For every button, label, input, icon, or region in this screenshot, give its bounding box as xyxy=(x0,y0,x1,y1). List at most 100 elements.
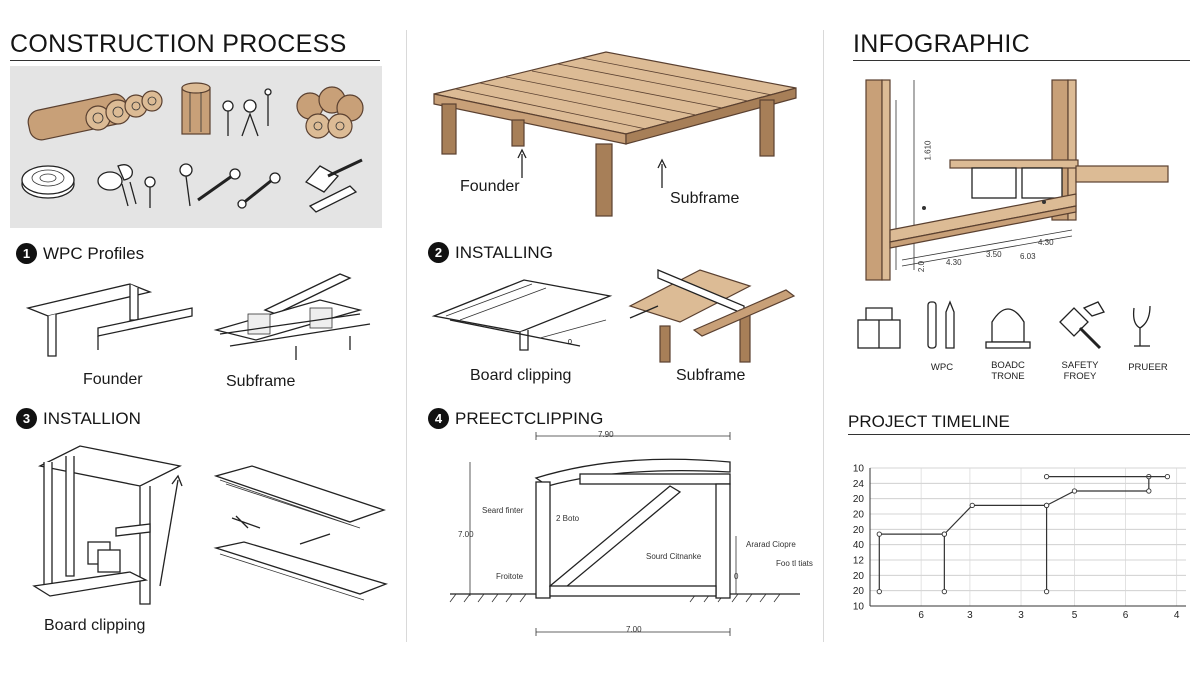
step-4-dim-small: 0 xyxy=(734,572,739,581)
series-point xyxy=(1071,488,1078,494)
step-2-illustration: 0 xyxy=(431,269,796,363)
step-3-illustration xyxy=(32,445,389,605)
anchors-icon xyxy=(222,88,272,137)
x-tick-label: 5 xyxy=(1072,610,1078,621)
post-frame xyxy=(32,445,183,605)
series-point xyxy=(1164,473,1171,480)
svg-text:0: 0 xyxy=(568,339,572,346)
infographic-underline xyxy=(853,60,1190,61)
step-1-label-subframe: Subframe xyxy=(226,373,296,390)
step-4-number: 4 xyxy=(428,408,449,429)
section-dim-base: 2.0 xyxy=(917,260,927,273)
step-2-label-board-clipping: Board clipping xyxy=(470,367,572,384)
prueer-icon xyxy=(1132,305,1151,347)
tools-icon xyxy=(304,158,363,213)
step-4-dim-height: 7.00 xyxy=(458,530,474,539)
section-dim-d: 6.03 xyxy=(1020,252,1036,261)
icon-label-wpc: WPC xyxy=(930,362,954,373)
step-4-dim-bottom: 7.00 xyxy=(626,625,642,634)
subframe-frame xyxy=(213,273,371,360)
step-1-title: WPC Profiles xyxy=(43,243,145,263)
series-point xyxy=(1043,473,1050,480)
screws-icon xyxy=(179,163,281,209)
page-title: CONSTRUCTION PROCESS xyxy=(10,30,347,58)
column-divider-1 xyxy=(406,30,407,642)
icon-label-safety: SAFETY FROEY xyxy=(1061,360,1099,382)
y-tick-label: 10 xyxy=(853,464,865,475)
founder-frame xyxy=(25,283,193,357)
infographic-title: INFOGRAPHIC xyxy=(853,30,1030,58)
step-2-label-subframe: Subframe xyxy=(676,367,746,384)
series-point xyxy=(1043,502,1050,509)
step-1-label-founder: Founder xyxy=(83,371,143,388)
board-bundle-icon xyxy=(296,86,364,139)
x-tick-label: 3 xyxy=(1018,610,1024,621)
step-4-label-froitote: Froitote xyxy=(496,572,524,581)
section-dim-c: 4.30 xyxy=(1038,238,1054,247)
post-icon xyxy=(181,82,211,135)
deck-illustration xyxy=(433,51,797,217)
toolbox-icon xyxy=(857,307,901,349)
x-tick-label: 6 xyxy=(918,610,924,621)
series-line-1 xyxy=(943,504,1048,592)
series-line-0 xyxy=(878,533,945,592)
step-4-dim-top: 7.90 xyxy=(598,430,614,439)
rail-frame: 0 xyxy=(431,279,613,351)
step-4-label-ararad: Ararad Ciopre xyxy=(746,540,796,549)
step-4-label-sourd: Sourd Citnanke xyxy=(646,552,702,561)
step-4-label-boto: 2 Boto xyxy=(556,514,580,523)
series-point xyxy=(1043,588,1050,595)
step-3-title: INSTALLION xyxy=(43,408,141,428)
series-point xyxy=(876,531,882,537)
y-tick-label: 10 xyxy=(853,602,865,613)
tool-icons xyxy=(857,300,1151,350)
y-tick-label: 12 xyxy=(853,556,865,567)
step-3-heading: 3 INSTALLION xyxy=(16,408,141,429)
y-tick-label: 40 xyxy=(853,540,865,551)
step-2-heading: 2 INSTALLING xyxy=(428,242,553,263)
timeline-title: PROJECT TIMELINE xyxy=(848,412,1010,431)
wpc-icon xyxy=(927,300,955,349)
step-2-number: 2 xyxy=(428,242,449,263)
series-point xyxy=(941,588,948,595)
column-divider-2 xyxy=(823,30,824,642)
section-drawing xyxy=(865,79,1169,281)
coil-icon xyxy=(21,165,75,199)
y-tick-label: 20 xyxy=(853,510,865,521)
y-tick-label: 20 xyxy=(853,586,865,597)
x-tick-label: 3 xyxy=(967,610,973,621)
x-tick-label: 4 xyxy=(1174,610,1180,621)
clips-icon xyxy=(97,164,156,208)
icon-label-prueer: PRUEER xyxy=(1128,362,1168,373)
step-4-title: PREECTCLIPPING xyxy=(455,408,604,428)
section-dim-a: 4.30 xyxy=(946,258,962,267)
icon-label-board-trone: BOADC TRONE xyxy=(991,360,1025,382)
safety-icon xyxy=(1059,301,1105,350)
timeline-underline xyxy=(848,434,1190,435)
deck-label-founder: Founder xyxy=(460,178,520,195)
series-point xyxy=(1146,488,1152,494)
section-dim-b: 3.50 xyxy=(986,250,1002,259)
step-3-number: 3 xyxy=(16,408,37,429)
step-4-cross-section xyxy=(449,432,800,636)
step-4-label-footl: Foo tl tiats xyxy=(776,559,813,568)
series-line-2 xyxy=(1046,476,1150,506)
y-tick-label: 20 xyxy=(853,571,865,582)
step-4-label-seard: Seard finter xyxy=(482,506,524,515)
step-1-illustration xyxy=(25,273,371,360)
step-3-label-board-clipping: Board clipping xyxy=(44,617,146,634)
section-dim-height: 1.610 xyxy=(923,140,933,161)
y-tick-label: 20 xyxy=(853,525,865,536)
materials-illustration xyxy=(21,82,364,213)
deck-boards xyxy=(213,465,389,601)
step-2-title: INSTALLING xyxy=(455,242,553,262)
title-underline xyxy=(10,60,380,61)
wpc-rolls-icon xyxy=(27,90,163,141)
rail-joist xyxy=(628,269,796,363)
step-4-heading: 4 PREECTCLIPPING xyxy=(428,408,603,429)
series-point xyxy=(876,588,882,595)
y-tick-label: 20 xyxy=(853,494,865,505)
deck-label-subframe: Subframe xyxy=(670,190,740,207)
board-trone-icon xyxy=(985,308,1031,349)
